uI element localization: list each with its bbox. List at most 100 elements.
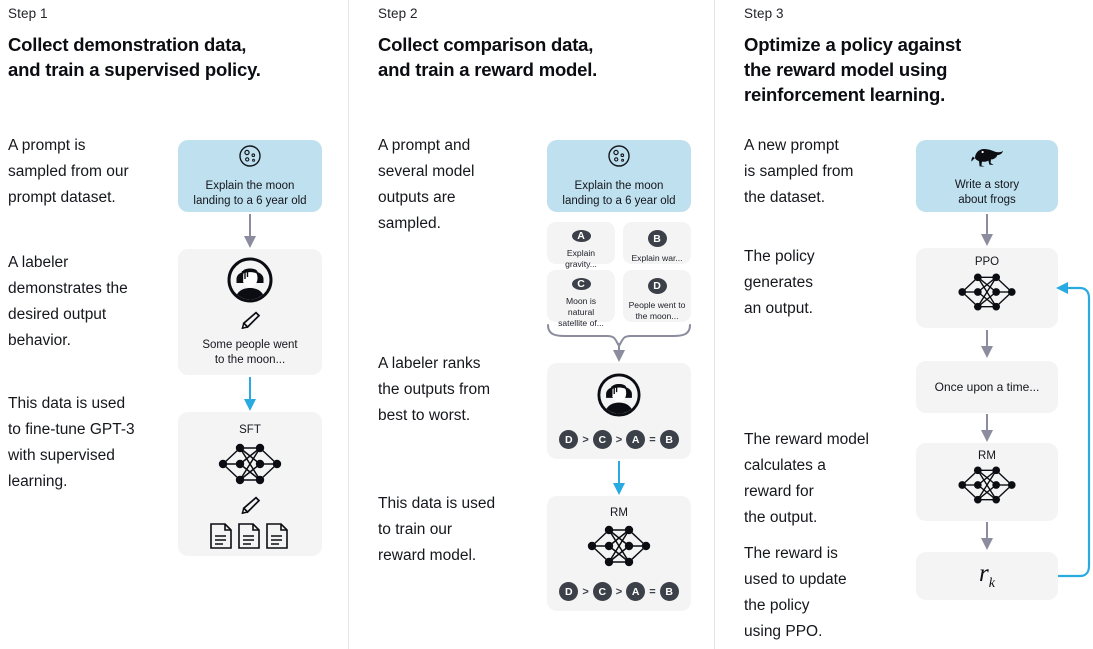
step-1-caption-3: This data is used to fine-tune GPT-3 wit… xyxy=(8,395,135,490)
reward-symbol-subscript: k xyxy=(988,576,995,591)
pencil-icon xyxy=(239,310,261,334)
column-step-3: Step 3 Optimize a policy against the rew… xyxy=(715,0,1093,649)
output-card-d[interactable]: D People went to the moon... xyxy=(623,270,691,322)
pencil-icon xyxy=(239,496,261,519)
step-1-caption-2: A labeler demonstrates the desired outpu… xyxy=(8,254,128,349)
step-3-title-line-1: Optimize a policy against xyxy=(744,34,962,55)
step-2-caption-3: This data is used to train our reward mo… xyxy=(378,495,496,564)
arrow-prompt-to-ppo xyxy=(981,214,993,246)
step-1-sft-card[interactable]: SFT xyxy=(178,412,322,556)
step-3-reward-card[interactable]: rk xyxy=(916,552,1058,600)
frog-icon xyxy=(970,145,1004,172)
output-text-a: Explain gravity... xyxy=(565,248,597,269)
output-card-b[interactable]: B Explain war... xyxy=(623,222,691,264)
step-3-title-line-2: the reward model using xyxy=(744,59,948,80)
output-text-b: Explain war... xyxy=(631,253,683,263)
arrow-output-to-rm xyxy=(981,414,993,442)
neural-network-icon xyxy=(214,439,286,494)
step-3-title: Optimize a policy against the reward mod… xyxy=(744,32,1084,107)
step-1-labeler-text: Some people went to the moon... xyxy=(202,338,298,366)
output-letter-d: D xyxy=(647,278,667,294)
column-divider-1 xyxy=(348,0,349,649)
moon-icon xyxy=(606,143,632,174)
step-3-caption-4: The reward is used to update the policy … xyxy=(744,545,847,640)
reward-symbol-letter: r xyxy=(979,560,989,587)
rank-token-4: B xyxy=(659,430,679,449)
output-text-d: People went to the moon... xyxy=(628,300,686,321)
step-2-title-line-2: and train a reward model. xyxy=(378,59,598,80)
step-2-title: Collect comparison data, and train a rew… xyxy=(378,32,708,82)
ppo-title: PPO xyxy=(974,256,1000,268)
step-1-label: Step 1 xyxy=(8,6,48,21)
column-divider-2 xyxy=(714,0,715,649)
output-card-c[interactable]: C Moon is natural satellite of... xyxy=(547,270,615,328)
labeler-avatar-icon xyxy=(597,373,641,422)
step-3-label: Step 3 xyxy=(744,6,784,21)
rm-title-step3: RM xyxy=(978,450,996,462)
step-3-caption-1: A new prompt is sampled from the dataset… xyxy=(744,137,854,206)
step-3-ppo-card[interactable]: PPO xyxy=(916,248,1058,328)
rm-rank-op-1: > xyxy=(582,585,589,598)
step-3-title-line-3: reinforcement learning. xyxy=(744,84,946,105)
step-3-output-card[interactable]: Once upon a time... xyxy=(916,361,1058,413)
step-2-label: Step 2 xyxy=(378,6,418,21)
rank-op-3: = xyxy=(649,433,656,446)
step-2-prompt-card[interactable]: Explain the moon landing to a 6 year old xyxy=(547,140,691,212)
rank-token-3: A xyxy=(626,430,646,449)
reward-symbol: rk xyxy=(979,560,995,592)
rm-rank-token-2: C xyxy=(592,582,612,601)
rm-rank-token-4: B xyxy=(659,582,679,601)
rank-token-1: D xyxy=(559,430,579,449)
step-3-rm-card[interactable]: RM xyxy=(916,443,1058,521)
rm-rank-token-1: D xyxy=(559,582,579,601)
arrow-prompt-to-labeler xyxy=(244,214,256,248)
moon-icon xyxy=(237,143,263,174)
step-3-output-text: Once upon a time... xyxy=(934,379,1040,394)
step-3-caption-3: The reward model calculates a reward for… xyxy=(744,431,869,526)
brace-merge-arrow xyxy=(547,324,691,362)
rank-token-2: C xyxy=(592,430,612,449)
column-step-2: Step 2 Collect comparison data, and trai… xyxy=(349,0,714,649)
arrow-rm-to-reward xyxy=(981,522,993,550)
step-1-title: Collect demonstration data, and train a … xyxy=(8,32,338,82)
step-1-title-line-2: and train a supervised policy. xyxy=(8,59,261,80)
output-text-c: Moon is natural satellite of... xyxy=(558,296,604,328)
rm-title-step2: RM xyxy=(610,507,628,519)
step-3-caption-2: The policy generates an output. xyxy=(744,248,815,317)
neural-network-icon xyxy=(583,521,655,576)
output-letter-a: A xyxy=(571,230,591,242)
rm-rank-token-3: A xyxy=(626,582,646,601)
step-3-prompt-card[interactable]: Write a story about frogs xyxy=(916,140,1058,212)
rm-rank-op-3: = xyxy=(649,585,656,598)
sft-title: SFT xyxy=(239,424,261,436)
step-1-title-line-1: Collect demonstration data, xyxy=(8,34,247,55)
step-2-title-line-1: Collect comparison data, xyxy=(378,34,594,55)
column-step-1: Step 1 Collect demonstration data, and t… xyxy=(0,0,348,649)
step-2-caption-2: A labeler ranks the outputs from best to… xyxy=(378,355,491,424)
rm-rank-op-2: > xyxy=(615,585,623,598)
step-2-rm-card[interactable]: RM xyxy=(547,496,691,611)
step-1-labeler-card[interactable]: Some people went to the moon... xyxy=(178,249,322,375)
rank-op-1: > xyxy=(582,433,589,446)
step-3-prompt-text: Write a story about frogs xyxy=(954,178,1020,206)
step-1-prompt-text: Explain the moon landing to a 6 year old xyxy=(193,180,307,207)
step-2-caption-1: A prompt and several model outputs are s… xyxy=(378,137,475,232)
output-letter-b: B xyxy=(647,230,667,247)
ranking-row-rm: D > C > A = B xyxy=(559,582,679,601)
labeler-avatar-icon xyxy=(227,257,273,308)
step-2-rank-card[interactable]: D > C > A = B xyxy=(547,363,691,459)
arrow-labeler-to-sft xyxy=(244,377,256,411)
output-letter-c: C xyxy=(571,278,591,290)
output-card-a[interactable]: A Explain gravity... xyxy=(547,222,615,269)
arrow-ppo-to-output xyxy=(981,330,993,358)
rank-op-2: > xyxy=(615,433,623,446)
step-1-prompt-card[interactable]: Explain the moon landing to a 6 year old xyxy=(178,140,322,212)
neural-network-icon xyxy=(954,269,1020,320)
step-1-caption-1: A prompt is sampled from our prompt data… xyxy=(8,137,129,206)
feedback-loop-arrow xyxy=(1056,282,1091,578)
arrow-rank-to-rm xyxy=(613,461,625,495)
step-2-prompt-text: Explain the moon landing to a 6 year old xyxy=(562,180,676,207)
document-icon xyxy=(208,522,292,555)
neural-network-icon xyxy=(954,462,1020,513)
